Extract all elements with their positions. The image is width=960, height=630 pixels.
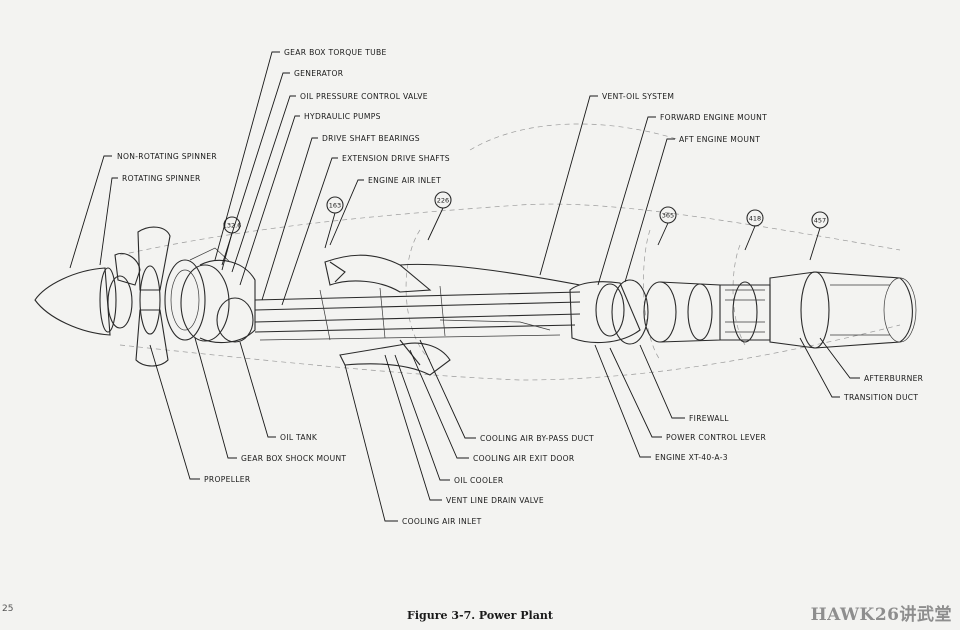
watermark: HAWK26讲武堂 xyxy=(810,605,952,625)
station-bubble: 226 xyxy=(427,191,452,241)
label-propeller: PROPELLER xyxy=(204,475,251,484)
label-aft-engine-mount: AFT ENGINE MOUNT xyxy=(679,135,760,144)
drive-shafts xyxy=(254,285,581,341)
label-engine-xt40: ENGINE XT-40-A-3 xyxy=(655,453,728,462)
station-bubble: 365 xyxy=(657,206,677,246)
label-cooling-air-inlet: COOLING AIR INLET xyxy=(402,517,482,526)
label-engine-air-inlet: ENGINE AIR INLET xyxy=(368,176,441,185)
station-bubble: 457 xyxy=(809,211,829,261)
label-cooling-air-exit-door: COOLING AIR EXIT DOOR xyxy=(473,454,575,463)
station-label: 365 xyxy=(662,212,674,220)
label-oil-cooler: OIL COOLER xyxy=(454,476,504,485)
label-transition-duct: TRANSITION DUCT xyxy=(843,393,918,402)
station-label: 457 xyxy=(814,217,826,225)
station-label: 163 xyxy=(329,202,341,210)
label-forward-engine-mount: FORWARD ENGINE MOUNT xyxy=(660,113,767,122)
label-rotating-spinner: ROTATING SPINNER xyxy=(122,174,201,183)
gear-box xyxy=(164,247,256,344)
label-gear-box-shock-mount: GEAR BOX SHOCK MOUNT xyxy=(241,454,346,463)
label-hydraulic-pumps: HYDRAULIC PUMPS xyxy=(304,112,381,121)
label-vent-oil-system: VENT-OIL SYSTEM xyxy=(602,92,674,101)
label-oil-pressure-control-valve: OIL PRESSURE CONTROL VALVE xyxy=(300,92,428,101)
label-firewall: FIREWALL xyxy=(689,414,729,423)
station-label: 418 xyxy=(749,215,761,223)
label-non-rotating-spinner: NON-ROTATING SPINNER xyxy=(117,152,217,161)
cooling-ducts xyxy=(339,319,551,376)
label-drive-shaft-bearings: DRIVE SHAFT BEARINGS xyxy=(322,134,420,143)
engine-air-inlet-duct xyxy=(324,254,581,293)
propeller-assembly xyxy=(34,226,171,367)
figure-caption: Figure 3-7. Power Plant xyxy=(407,609,553,622)
station-bubble: 163 xyxy=(324,196,344,249)
label-power-control-lever: POWER CONTROL LEVER xyxy=(666,433,766,442)
afterburner-section xyxy=(769,271,917,349)
label-afterburner: AFTERBURNER xyxy=(864,374,924,383)
label-cooling-air-bypass-duct: COOLING AIR BY-PASS DUCT xyxy=(480,434,594,443)
labels: GEAR BOX TORQUE TUBE GENERATOR OIL PRESS… xyxy=(117,48,924,526)
station-label: 226 xyxy=(437,197,449,205)
leader-lines xyxy=(69,51,860,522)
label-extension-drive-shafts: EXTENSION DRIVE SHAFTS xyxy=(342,154,450,163)
station-label: 132.6 xyxy=(223,222,242,230)
label-oil-tank: OIL TANK xyxy=(280,433,318,442)
label-vent-line-drain-valve: VENT LINE DRAIN VALVE xyxy=(446,496,544,505)
label-gear-box-torque-tube: GEAR BOX TORQUE TUBE xyxy=(284,48,387,57)
station-bubble: 418 xyxy=(744,209,764,251)
page-number: 25 xyxy=(2,604,14,614)
engine-core xyxy=(569,279,771,345)
label-generator: GENERATOR xyxy=(294,69,344,78)
station-markers: 132.6 163 226 365 418 457 xyxy=(221,191,829,271)
